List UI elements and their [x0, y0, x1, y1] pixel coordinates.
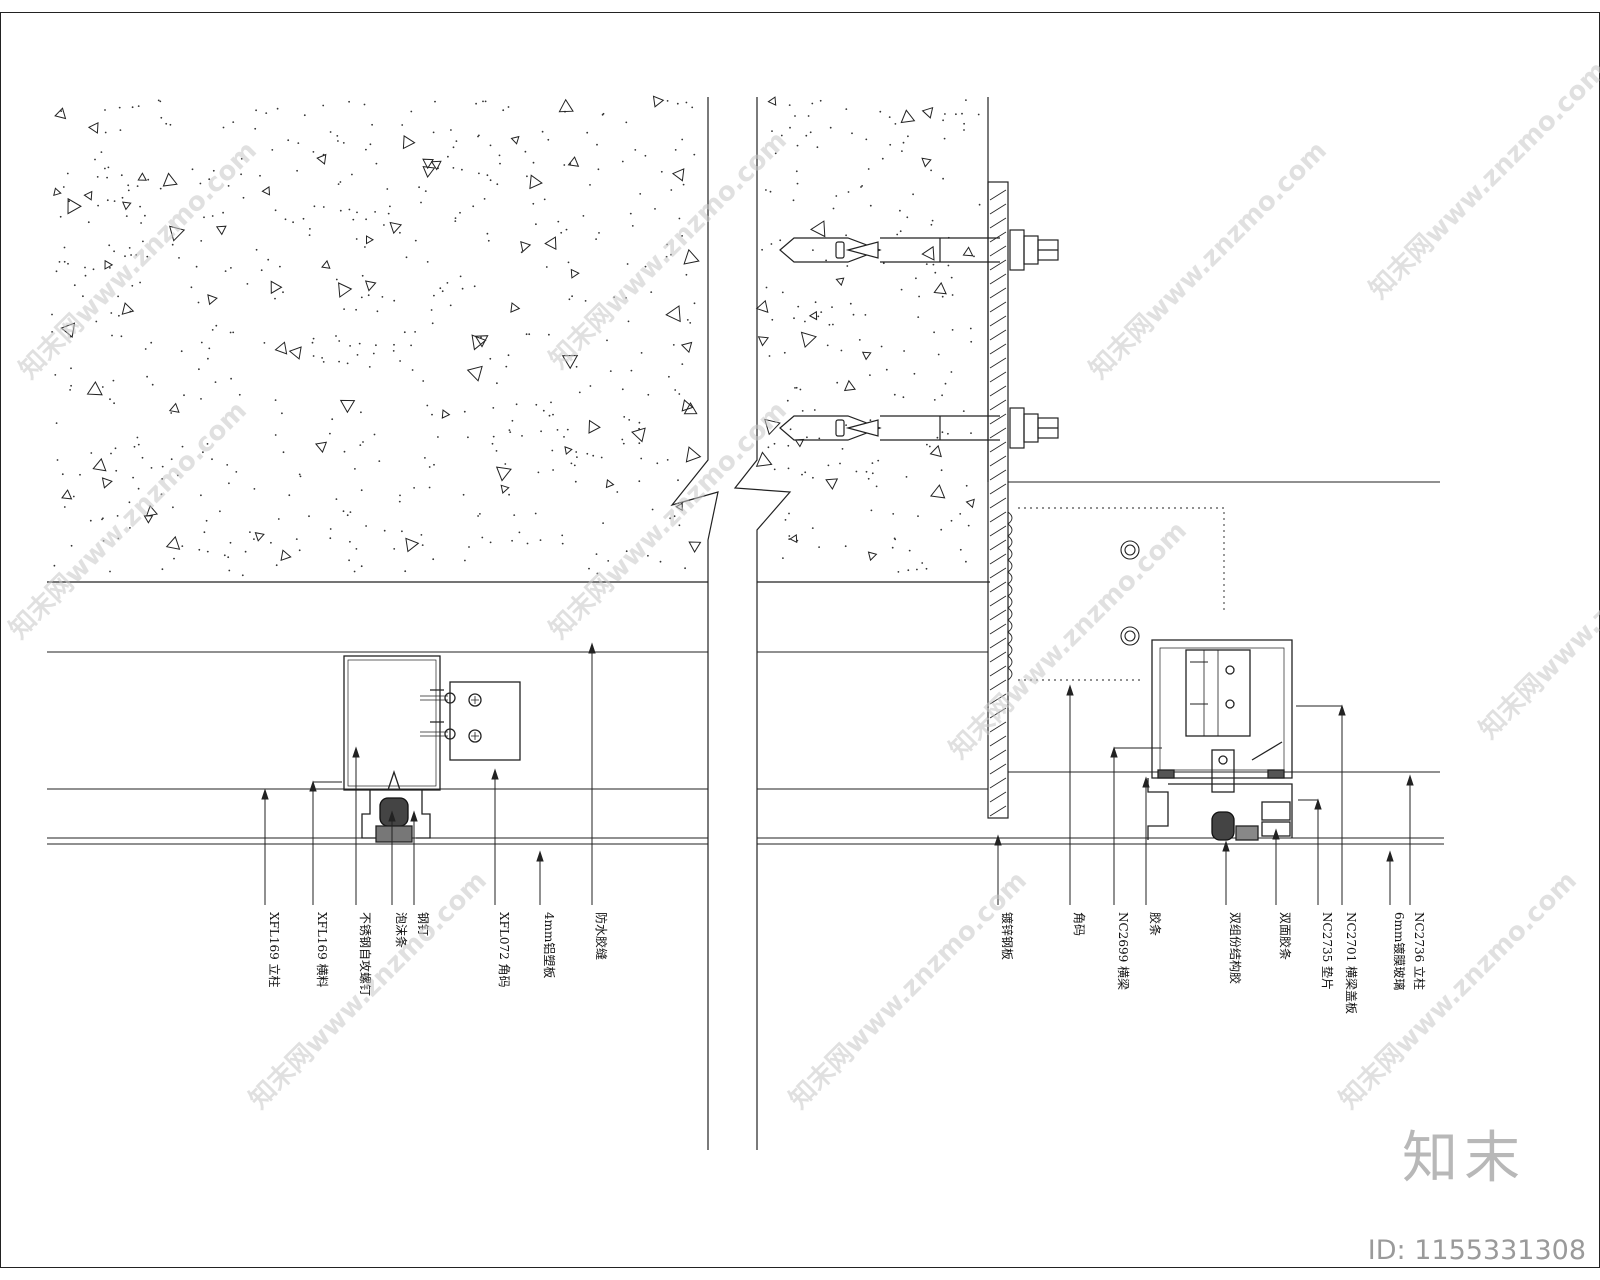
watermark-text: 知末网www.znzmo.com: [1334, 866, 1583, 1115]
callout-cover: NC2701 横梁盖板: [1344, 912, 1359, 1014]
callout-strip: 胶条: [1148, 912, 1163, 936]
watermark-text: 知末网www.znzmo.com: [1084, 136, 1333, 385]
callout-clip-left: 钢钉: [416, 912, 430, 936]
callout-glass-right: 6mm镀膜玻璃: [1392, 912, 1406, 990]
watermark-text: 知末网www.znzmo.com: [4, 396, 253, 645]
watermark-text: 知末网www.znzmo.com: [1474, 496, 1600, 745]
right-bracket-lines: [1008, 481, 1440, 773]
left-mullion-profile: [343, 655, 521, 843]
left-panel-lines: [47, 651, 1444, 845]
concrete-slab-left: [51, 95, 702, 577]
concrete-edges: [47, 97, 990, 1150]
callout-column-right: NC2736 立柱: [1412, 912, 1427, 990]
watermark-text: 知末网www.znzmo.com: [14, 136, 263, 385]
callout-corner-left: XFL072 角码: [497, 912, 511, 988]
watermark-text: 知末网www.znzmo.com: [544, 396, 793, 645]
anchor-bolts: [779, 229, 1059, 449]
image-id-label: ID: 1155331308: [1367, 1235, 1586, 1266]
callout-corner-right: 角码: [1072, 912, 1086, 936]
callout-labels-left: XFL169 立柱 XFL169 横料 不锈钢自攻螺钉 泡沫条钢钉 XFL072 角码 4…: [267, 912, 609, 996]
leader-lines: [261, 642, 1414, 905]
callout-seal-left: 泡沫条: [394, 912, 408, 948]
embedded-steel-plate: [987, 181, 1013, 819]
concrete-slab-right: [755, 96, 981, 573]
callout-labels-right: 镀锌钢板 角码 NC2699 横梁 胶条 双组份结构胶 双面胶条 NC2735 垫片 NC27…: [1000, 912, 1427, 1014]
callout-std-mullion-left: XFL169 立柱: [267, 912, 282, 988]
callout-sealant-left: 防水胶缝: [594, 912, 609, 960]
watermark-text: 知末网www.znzmo.com: [1364, 56, 1600, 305]
callout-beam: NC2699 横梁: [1116, 912, 1131, 990]
brand-logo: 知末: [1402, 1126, 1526, 1191]
callout-transom-left: XFL169 横料: [315, 912, 329, 988]
callout-screw-left: 不锈钢自攻螺钉: [358, 912, 372, 996]
callout-steel-plate: 镀锌钢板: [1000, 912, 1014, 960]
callout-pad: NC2735 垫片: [1320, 912, 1335, 990]
callout-structural-sealant: 双组份结构胶: [1228, 912, 1243, 984]
right-mullion-profile: [1147, 639, 1293, 841]
watermark-text: 知末网www.znzmo.com: [244, 866, 493, 1115]
watermark-text: 知末网www.znzmo.com: [544, 126, 793, 375]
watermark-text: 知末网www.znzmo.com: [784, 866, 1033, 1115]
callout-glass-left: 4mm铝塑板: [542, 912, 557, 978]
callout-double-sided: 双面胶条: [1278, 912, 1293, 960]
